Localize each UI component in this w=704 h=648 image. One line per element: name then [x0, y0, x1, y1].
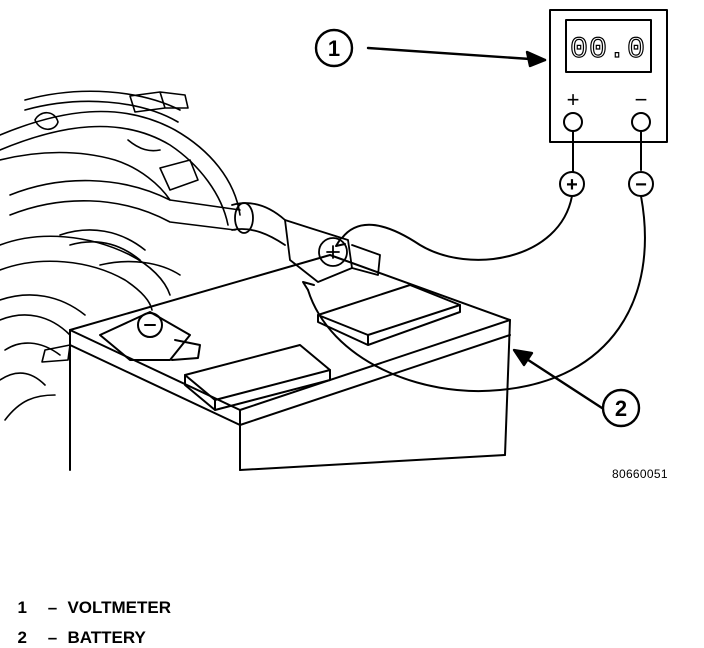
legend-number: 2 — [17, 628, 27, 647]
legend-label: BATTERY — [67, 628, 146, 647]
test-leads — [302, 130, 646, 392]
probe-positive-icon — [559, 171, 585, 197]
legend-row: 2 –BATTERY — [8, 608, 146, 648]
probe-negative-icon — [628, 171, 654, 197]
wiring-harness — [0, 90, 241, 421]
figure-id: 80660051 — [612, 467, 668, 481]
voltmeter — [549, 9, 668, 143]
callout-1-number: 1 — [328, 36, 340, 61]
negative-terminal-label: − — [635, 87, 648, 112]
callout-2-number: 2 — [615, 396, 627, 421]
battery-voltmeter-diagram: 00.0 + − + − 1 2 — [0, 9, 668, 471]
legend-label: VOLTMETER — [67, 598, 172, 617]
positive-cable — [231, 202, 381, 283]
legend-dash: – — [47, 628, 58, 647]
probe-negative-label: − — [635, 174, 647, 196]
positive-terminal-label: + — [567, 87, 580, 112]
legend-number: 1 — [17, 598, 27, 617]
meter-display: 00.0 — [570, 33, 646, 67]
legend-dash: – — [47, 598, 58, 617]
callout-1-circle — [314, 28, 354, 68]
battery — [69, 254, 511, 471]
legend-row: 1 –VOLTMETER — [8, 578, 171, 618]
probe-positive-label: + — [566, 174, 578, 196]
callout-2-circle — [601, 388, 641, 428]
callout-leaders — [366, 46, 604, 410]
